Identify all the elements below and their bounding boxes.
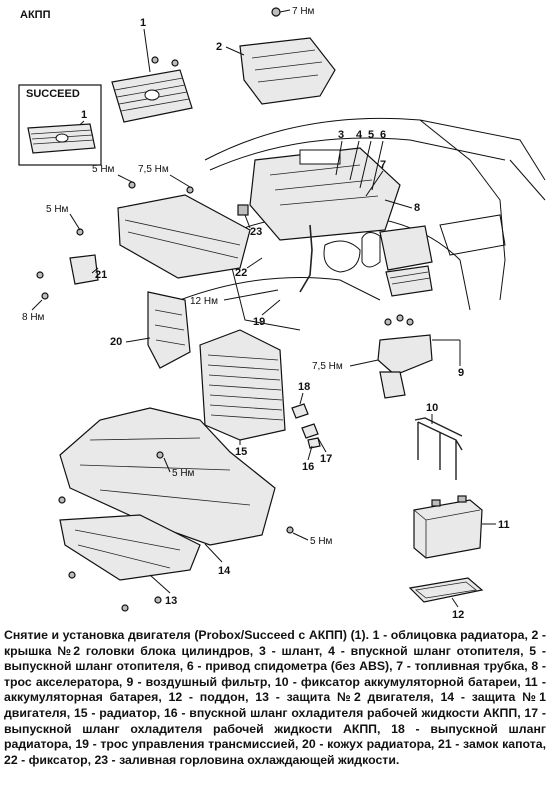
- battery-clamp: [414, 417, 463, 480]
- callout-7: 7: [380, 159, 386, 171]
- callout-19: 19: [253, 316, 265, 328]
- torque-5nm-d: 5 Нм: [310, 536, 333, 547]
- air-filter: [361, 225, 433, 399]
- callout-17: 17: [320, 453, 332, 465]
- callout-4: 4: [356, 129, 363, 141]
- callout-14: 14: [218, 565, 231, 577]
- inset-model-label: SUCCEED: [26, 88, 80, 100]
- torque-5nm-b: 5 Нм: [46, 204, 69, 215]
- callout-22: 22: [235, 267, 247, 279]
- battery-tray: [408, 577, 484, 603]
- shield-bolts: [58, 451, 294, 612]
- radiator-grille: [111, 56, 193, 123]
- callout-11: 11: [498, 519, 510, 531]
- torque-5nm-a: 5 Нм: [92, 164, 115, 175]
- callout-15: 15: [235, 446, 247, 458]
- callout-8: 8: [414, 202, 420, 214]
- succeed-inset: SUCCEED 1: [18, 84, 102, 166]
- cooler-hoses: [291, 403, 321, 449]
- torque-5nm-c: 5 Нм: [172, 468, 195, 479]
- callout-13: 13: [165, 595, 177, 607]
- callout-9: 9: [458, 367, 464, 379]
- inset-grille: [27, 123, 96, 154]
- callout-2: 2: [216, 41, 222, 53]
- engine-shield-1: [59, 407, 276, 581]
- torque-7-5nm-a: 7,5 Нм: [138, 164, 169, 175]
- inset-callout-1: 1: [81, 109, 87, 121]
- callout-20: 20: [110, 336, 122, 348]
- hood-lock: [69, 254, 99, 285]
- callout-23: 23: [250, 226, 262, 238]
- torque-7nm: 7 Нм: [292, 6, 315, 17]
- battery: [413, 495, 483, 559]
- callout-16: 16: [302, 461, 314, 473]
- torque-12nm: 12 Нм: [190, 296, 218, 307]
- callout-12: 12: [452, 609, 464, 621]
- engine-assembly: [249, 147, 401, 241]
- callout-21: 21: [95, 269, 107, 281]
- callout-6: 6: [380, 129, 386, 141]
- exploded-diagram: АКПП SUCCEED 1 1 2 7 Нм: [18, 6, 546, 621]
- radiator: [199, 329, 286, 441]
- torque-8nm: 8 Нм: [22, 312, 45, 323]
- transmission-label: АКПП: [20, 9, 51, 21]
- callout-3: 3: [338, 129, 344, 141]
- figure-caption: Снятие и установка двигателя (Probox/Suc…: [4, 628, 546, 767]
- callout-1: 1: [140, 17, 146, 29]
- callout-5: 5: [368, 129, 374, 141]
- callout-18: 18: [298, 381, 310, 393]
- radiator-shroud: [147, 291, 191, 369]
- upper-radiator-support: [117, 194, 251, 279]
- torque-7-5nm-b: 7,5 Нм: [312, 361, 343, 372]
- callout-10: 10: [426, 402, 438, 414]
- cylinder-head-cover: [239, 7, 336, 105]
